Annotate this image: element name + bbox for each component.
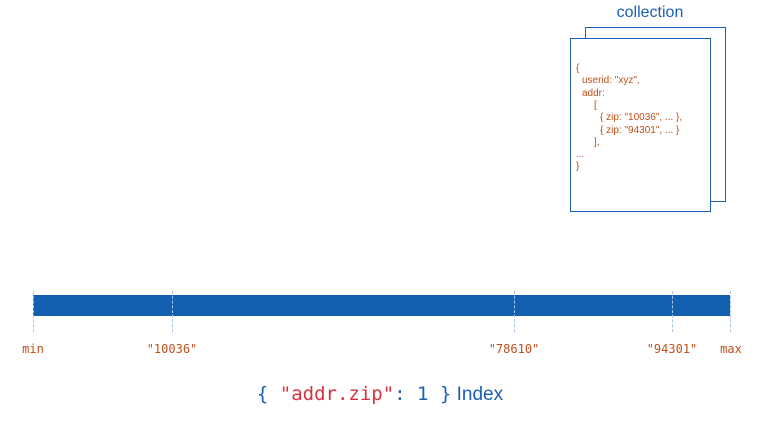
document-line: ... xyxy=(576,149,585,161)
document-line: ], xyxy=(594,136,600,148)
tick-94301 xyxy=(672,291,673,332)
document-line: addr: xyxy=(582,87,605,99)
label-min: min xyxy=(22,342,44,356)
document-line: [ xyxy=(594,99,597,111)
caption-index-word: Index xyxy=(456,384,504,405)
document-front-card: {userid: "xyz",addr:[{ zip: "10036", ...… xyxy=(570,38,711,212)
caption-field: "addr.zip" xyxy=(279,383,395,405)
index-caption: { "addr.zip": 1 } Index xyxy=(0,383,760,406)
document-line: { zip: "94301", ... } xyxy=(600,124,680,136)
document-line: { xyxy=(576,63,580,74)
caption-rest: : 1 } xyxy=(394,383,452,405)
tick-78610 xyxy=(514,291,515,332)
caption-open: { xyxy=(256,383,280,405)
document-line: } xyxy=(576,161,580,173)
tick-min xyxy=(33,291,34,332)
label-78610: "78610" xyxy=(488,342,540,356)
document-line: userid: "xyz", xyxy=(582,75,640,87)
collection-title: collection xyxy=(616,4,684,21)
tick-10036 xyxy=(172,291,173,332)
label-10036: "10036" xyxy=(146,342,198,356)
label-94301: "94301" xyxy=(646,342,698,356)
index-bar xyxy=(33,295,730,316)
document-line: { zip: "10036", ... }, xyxy=(600,112,683,124)
label-max: max xyxy=(720,342,742,356)
tick-max xyxy=(730,291,731,332)
